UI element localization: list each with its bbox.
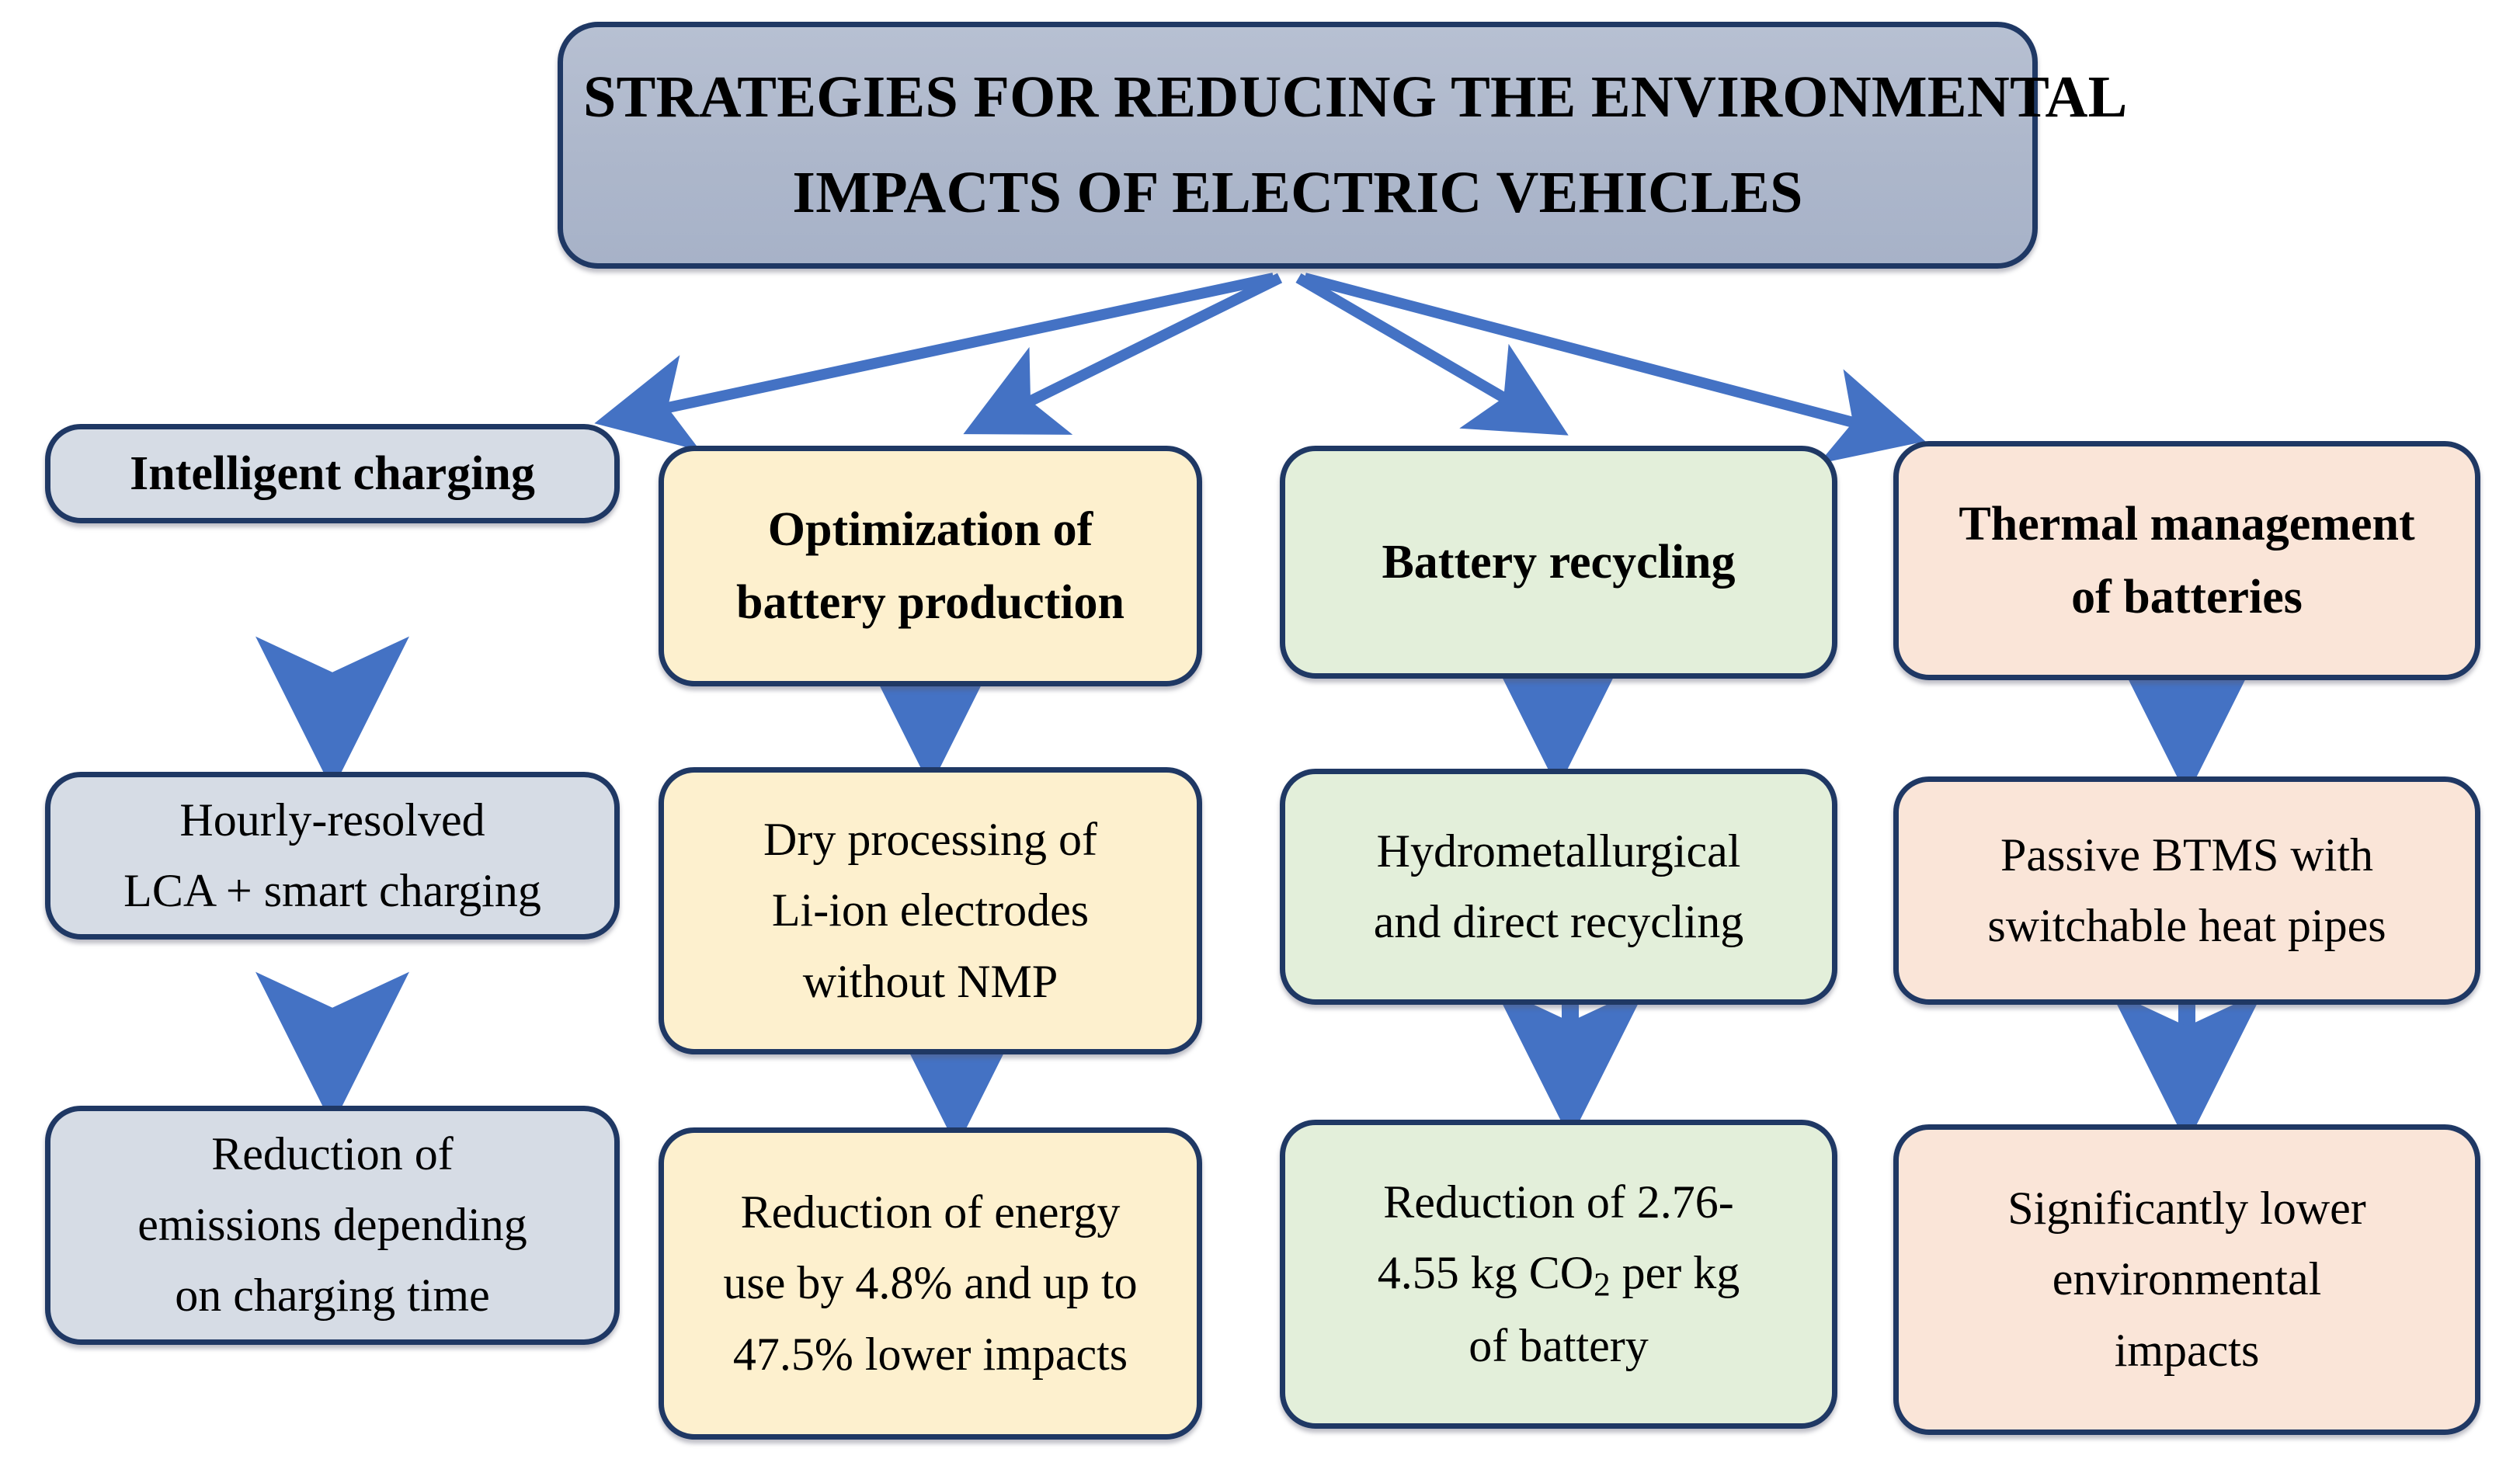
fanout-arrow-col1 xyxy=(594,273,1275,451)
category-box-battery-production[interactable]: Optimization of battery production xyxy=(659,446,1202,686)
fanout-arrow-col2 xyxy=(963,273,1283,435)
method-label-col4-line2: switchable heat pipes xyxy=(1987,900,2386,951)
outcome-label-col2-line1: Reduction of energy xyxy=(740,1186,1121,1238)
method-box-intelligent-charging[interactable]: Hourly-resolved LCA + smart charging xyxy=(45,772,620,940)
category-label-col3-line1: Battery recycling xyxy=(1382,535,1736,589)
method-label-col3-line2: and direct recycling xyxy=(1373,896,1744,947)
outcome-box-thermal-management[interactable]: Significantly lower environmental impact… xyxy=(1893,1124,2480,1435)
fanout-arrow-col3 xyxy=(1295,273,1569,436)
category-label-col2-line1: Optimization of xyxy=(767,502,1093,556)
outcome-label-col2-line2: use by 4.8% and up to xyxy=(723,1257,1138,1309)
outcome-col3-co2-pre: 4.55 kg CO xyxy=(1377,1246,1594,1298)
outcome-label-col4-line2: environmental xyxy=(2052,1253,2322,1305)
method-label-col2-line3: without NMP xyxy=(802,955,1058,1007)
method-label-col2-line1: Dry processing of xyxy=(763,814,1097,866)
method-label-col4-line1: Passive BTMS with xyxy=(2000,829,2374,881)
outcome-label-col3-line2: 4.55 kg CO2 per kg xyxy=(1305,1238,1812,1311)
category-label-col1-line1: Intelligent charging xyxy=(130,447,535,500)
outcome-label-col3-line1: Reduction of 2.76- xyxy=(1383,1176,1734,1228)
method-box-thermal-management[interactable]: Passive BTMS with switchable heat pipes xyxy=(1893,776,2480,1005)
category-box-intelligent-charging[interactable]: Intelligent charging xyxy=(45,424,620,524)
category-label-col4-line1: Thermal management xyxy=(1959,497,2415,551)
category-label-col4-line2: of batteries xyxy=(2071,571,2303,624)
vertical-arrows-method-to-outcome xyxy=(255,971,2264,1148)
method-box-battery-recycling[interactable]: Hydrometallurgical and direct recycling xyxy=(1280,769,1837,1005)
fanout-arrows xyxy=(594,273,1926,464)
outcome-label-col1-line1: Reduction of xyxy=(211,1128,454,1179)
outcome-label-col1-line3: on charging time xyxy=(175,1270,490,1322)
category-label-col2-line2: battery production xyxy=(735,576,1125,629)
outcome-label-col4-line1: Significantly lower xyxy=(2007,1183,2366,1235)
method-label-col2-line2: Li-ion electrodes xyxy=(771,884,1090,936)
fanout-arrow-col4 xyxy=(1303,273,1926,464)
outcome-col3-co2-post: per kg xyxy=(1610,1246,1740,1298)
outcome-label-col1-line2: emissions depending xyxy=(137,1199,527,1251)
method-label-col1-line1: Hourly-resolved xyxy=(179,794,485,846)
outcome-label-col2-line3: 47.5% lower impacts xyxy=(732,1328,1128,1380)
category-box-battery-recycling[interactable]: Battery recycling xyxy=(1280,446,1837,679)
outcome-box-intelligent-charging[interactable]: Reduction of emissions depending on char… xyxy=(45,1106,620,1345)
method-box-battery-production[interactable]: Dry processing of Li-ion electrodes with… xyxy=(659,767,1202,1054)
outcome-box-battery-production[interactable]: Reduction of energy use by 4.8% and up t… xyxy=(659,1127,1202,1440)
outcome-label-col4-line3: impacts xyxy=(2114,1324,2260,1376)
vertical-arrows-cat-to-method xyxy=(255,633,2264,797)
method-label-col1-line2: LCA + smart charging xyxy=(123,865,541,917)
outcome-box-battery-recycling[interactable]: Reduction of 2.76- 4.55 kg CO2 per kg of… xyxy=(1280,1120,1837,1429)
outcome-label-col3-line3: of battery xyxy=(1469,1320,1649,1372)
outcome-col3-co2-subscript: 2 xyxy=(1594,1266,1611,1304)
title-line-2: IMPACTS OF ELECTRIC VEHICLES xyxy=(792,160,1803,225)
diagram-title-box: STRATEGIES FOR REDUCING THE ENVIRONMENTA… xyxy=(558,22,2128,269)
method-label-col3-line1: Hydrometallurgical xyxy=(1376,825,1741,877)
title-line-1: STRATEGIES FOR REDUCING THE ENVIRONMENTA… xyxy=(583,64,2128,130)
category-box-thermal-management[interactable]: Thermal management of batteries xyxy=(1893,441,2480,680)
